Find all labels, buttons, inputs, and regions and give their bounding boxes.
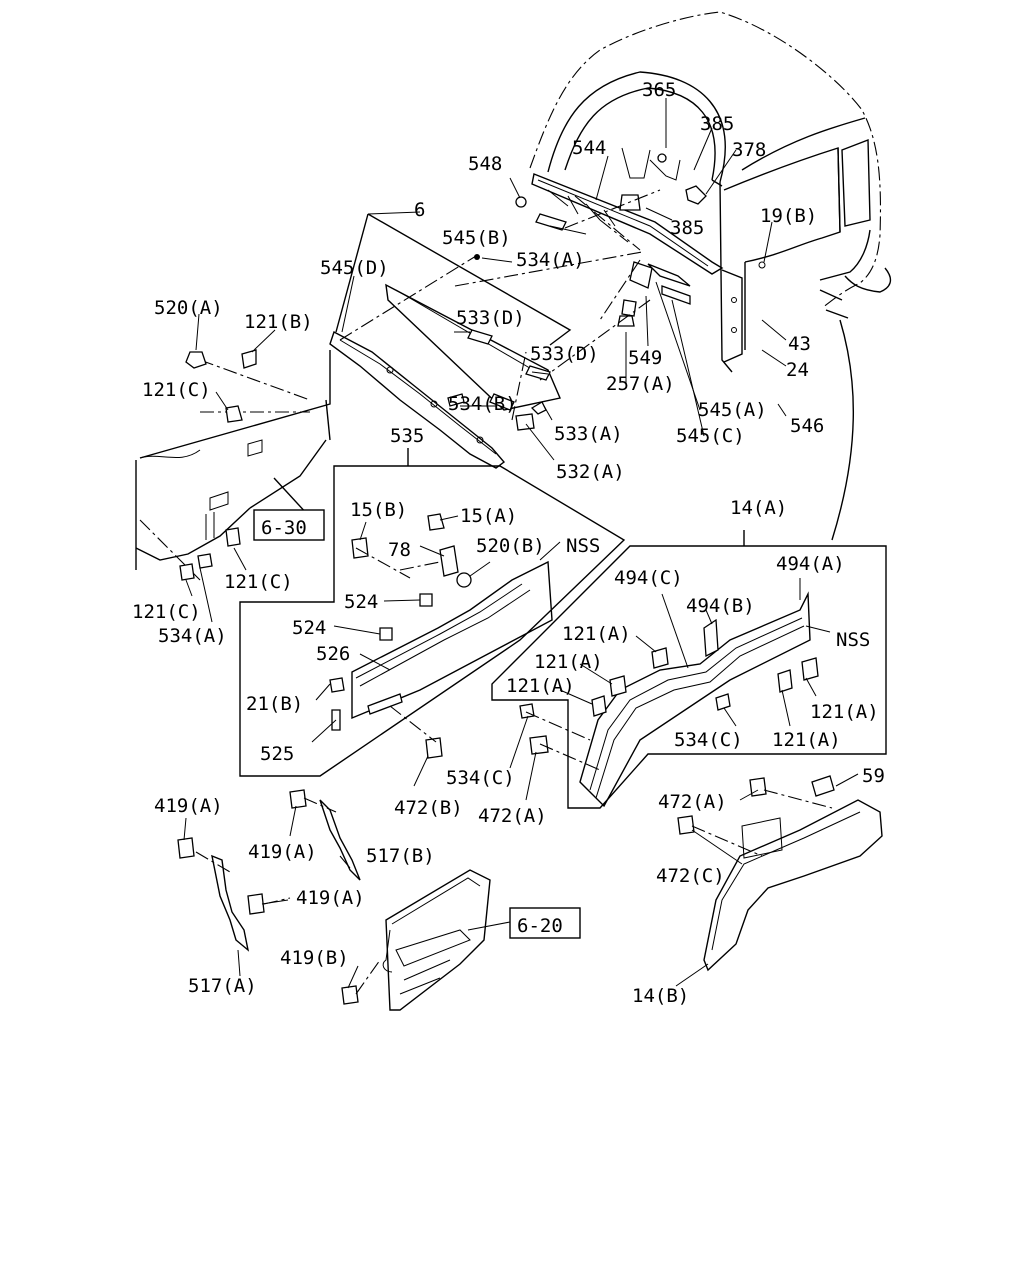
step-assembly-6-20	[382, 869, 491, 1011]
part-label: 534(C)	[446, 767, 515, 789]
part-label: 525	[260, 743, 294, 765]
part-label: 121(A)	[810, 701, 879, 723]
part-label: 121(A)	[506, 675, 575, 697]
part-label: 472(C)	[656, 865, 725, 887]
part-label: 121(A)	[534, 651, 603, 673]
step-brackets	[177, 789, 381, 1005]
part-label: 534(B)	[448, 393, 517, 415]
front-panel-assembly	[329, 213, 572, 469]
part-label: 494(A)	[776, 553, 845, 575]
part-label: 378	[732, 139, 766, 161]
rear-fender-box-14a	[491, 530, 887, 809]
part-label: 121(C)	[142, 379, 211, 401]
part-label: 533(D)	[530, 343, 599, 365]
part-label: 24	[786, 359, 809, 381]
part-label: 419(A)	[154, 795, 223, 817]
part-label: 6-20	[517, 915, 563, 937]
part-label: 472(A)	[478, 805, 547, 827]
part-labels: 365 385 378 544 548 385 6 19(B) 545(B) 5…	[132, 79, 885, 1007]
part-label: 524	[292, 617, 326, 639]
part-label: 545(D)	[320, 257, 389, 279]
part-label: 534(A)	[158, 625, 227, 647]
part-label: 121(A)	[772, 729, 841, 751]
part-label: 78	[388, 539, 411, 561]
part-label: 526	[316, 643, 350, 665]
part-label: 534(A)	[516, 249, 585, 271]
cab-outline	[529, 11, 892, 373]
part-label: 532(A)	[556, 461, 625, 483]
left-front-panel	[135, 349, 331, 581]
part-label: 21(B)	[246, 693, 303, 715]
part-label: 121(C)	[224, 571, 293, 593]
part-label: 548	[468, 153, 502, 175]
part-label: 533(A)	[554, 423, 623, 445]
part-label: 472(A)	[658, 791, 727, 813]
rear-fender-14b	[677, 775, 883, 972]
leader-lines	[183, 98, 859, 989]
part-label: 385	[670, 217, 704, 239]
part-label: 15(B)	[350, 499, 407, 521]
part-label: 43	[788, 333, 811, 355]
part-label: 121(B)	[244, 311, 313, 333]
part-label: 494(B)	[686, 595, 755, 617]
part-label: 517(A)	[188, 975, 257, 997]
part-label: 517(B)	[366, 845, 435, 867]
part-label: 121(A)	[562, 623, 631, 645]
cab-to-fender-arrow	[831, 319, 854, 541]
part-label: 524	[344, 591, 378, 613]
part-label: 535	[390, 425, 424, 447]
part-label: 419(B)	[280, 947, 349, 969]
part-label: 6-30	[261, 517, 307, 539]
part-label: 534(C)	[674, 729, 743, 751]
part-label: 520(A)	[154, 297, 223, 319]
part-label: 545(B)	[442, 227, 511, 249]
part-label: 546	[790, 415, 824, 437]
part-label: NSS	[566, 535, 600, 557]
part-label: 121(C)	[132, 601, 201, 623]
step-panel-box-535	[239, 448, 626, 777]
part-label: 419(A)	[296, 887, 365, 909]
part-label: 494(C)	[614, 567, 683, 589]
reference-box-6-30	[253, 509, 325, 541]
part-label: 545(C)	[676, 425, 745, 447]
part-label: 257(A)	[606, 373, 675, 395]
part-label: 385	[700, 113, 734, 135]
part-label: 472(B)	[394, 797, 463, 819]
roof-visor-assembly	[454, 147, 724, 381]
part-label: 549	[628, 347, 662, 369]
part-label: 15(A)	[460, 505, 517, 527]
reference-box-6-20	[467, 907, 581, 939]
part-label: 59	[862, 765, 885, 787]
part-label: 533(D)	[456, 307, 525, 329]
part-label: 6	[414, 199, 425, 221]
part-label: 520(B)	[476, 535, 545, 557]
part-label: NSS	[836, 629, 870, 651]
part-label: 19(B)	[760, 205, 817, 227]
part-label: 365	[642, 79, 676, 101]
part-label: 14(B)	[632, 985, 689, 1007]
part-label: 545(A)	[698, 399, 767, 421]
part-label: 544	[572, 137, 606, 159]
part-label: 419(A)	[248, 841, 317, 863]
part-label: 14(A)	[730, 497, 787, 519]
